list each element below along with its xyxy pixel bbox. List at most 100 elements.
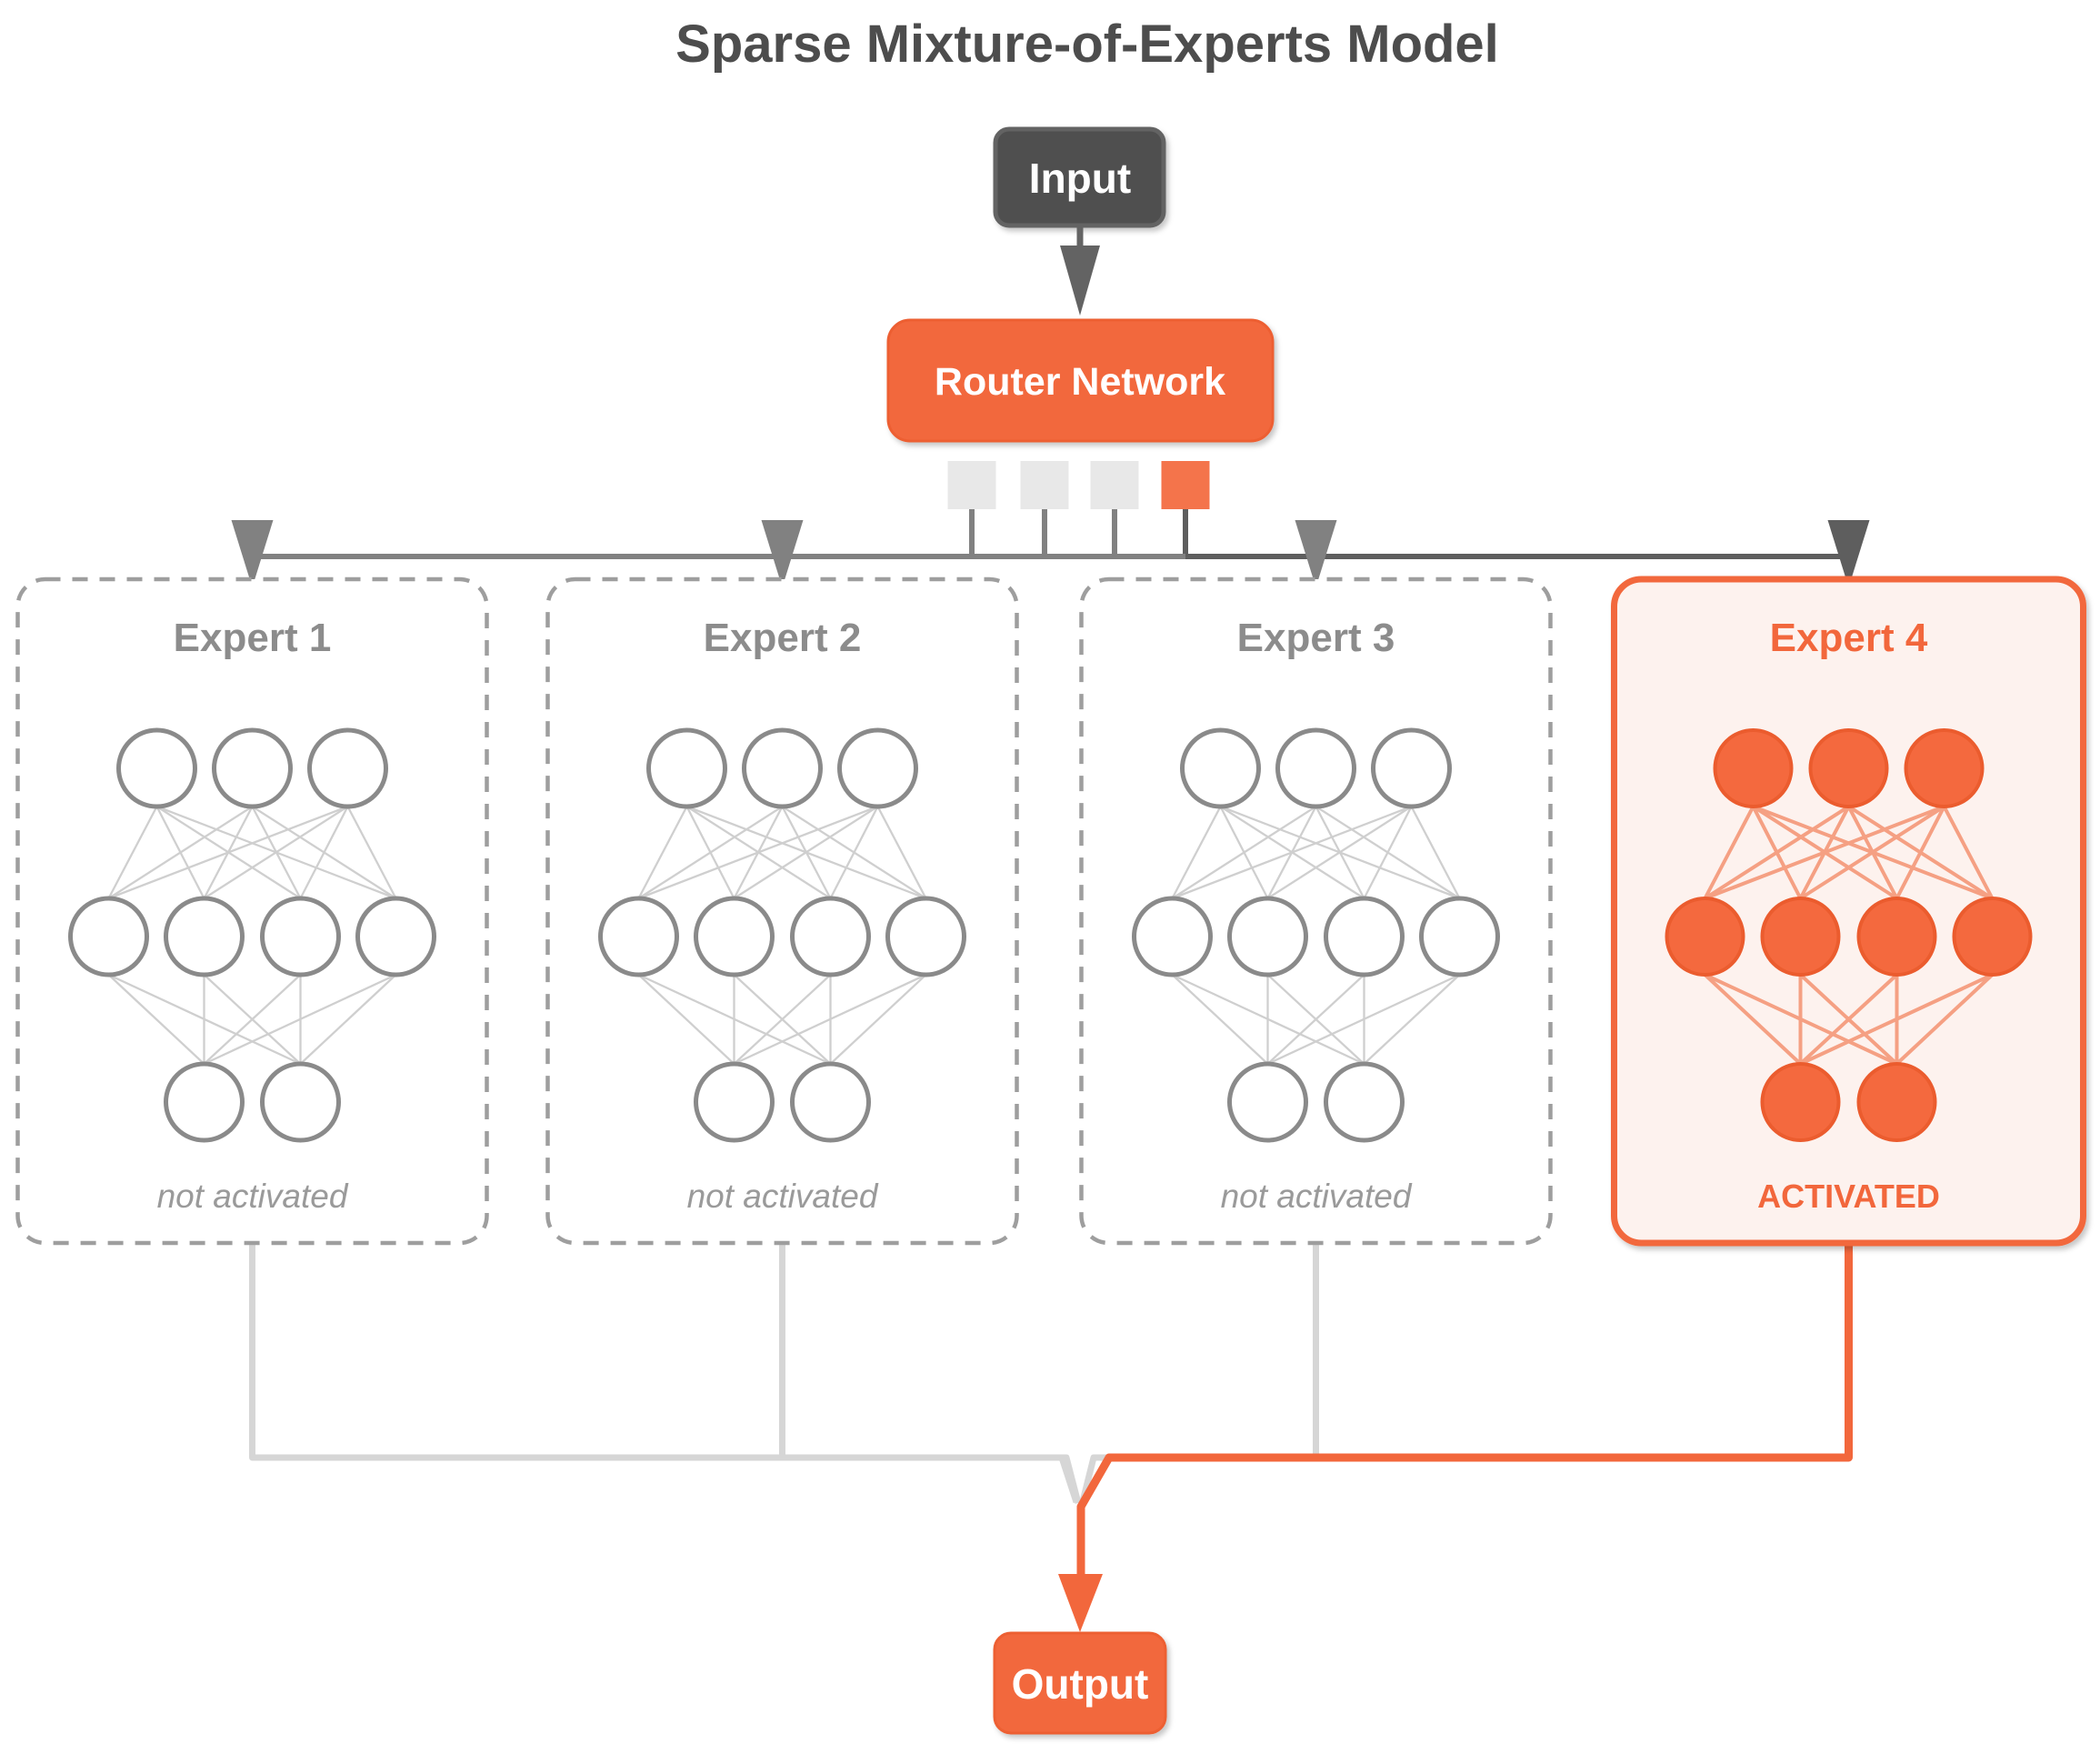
neuron-link: [1266, 974, 1365, 1065]
neuron-link: [829, 806, 879, 899]
neuron: [1856, 897, 1937, 977]
router-label: Router Network: [935, 360, 1225, 404]
neuron: [885, 896, 966, 977]
neuron-link: [107, 974, 205, 1065]
neuron-link: [1171, 806, 1222, 899]
neuron: [1856, 1062, 1937, 1142]
active-output-line: [1076, 1243, 1853, 1577]
neuron: [307, 727, 388, 809]
neuron-link: [829, 974, 927, 1065]
neuron: [598, 896, 679, 977]
neuron-link: [203, 806, 349, 899]
output-box: [993, 1631, 1167, 1735]
expert-title: Expert 4: [1770, 616, 1928, 660]
neuron-link: [637, 974, 735, 1065]
neuron: [164, 1061, 245, 1143]
neuron-link: [1799, 973, 1898, 1066]
neuron: [694, 1061, 775, 1143]
neuron-link: [1942, 806, 1995, 899]
neuron: [1371, 727, 1452, 809]
neuron: [164, 896, 245, 977]
neuron-link: [1703, 806, 1755, 899]
neuron: [646, 727, 727, 809]
neuron: [790, 896, 871, 977]
output-node: Output: [993, 1631, 1167, 1735]
expert-arrowhead-icon: [1827, 520, 1870, 587]
neuron-link: [1799, 973, 1994, 1066]
neuron: [260, 1061, 341, 1143]
neuron: [1904, 728, 1985, 808]
neuron-link: [1171, 974, 1269, 1065]
expert-status: ACTIVATED: [1757, 1178, 1940, 1215]
inactive-output-line: [249, 1245, 1080, 1504]
neuron-link: [1799, 805, 1945, 900]
neuron: [1324, 896, 1405, 977]
neuron: [1275, 727, 1356, 809]
input-to-router-arrow: [1060, 226, 1100, 316]
neuron-link: [107, 806, 158, 899]
neuron-link: [1171, 806, 1317, 899]
input-node: Input: [993, 126, 1166, 228]
neuron-link: [204, 973, 396, 1066]
neuron-link: [733, 974, 832, 1065]
inactive-output-line: [1079, 1245, 1319, 1502]
expert-box-3: Expert 3 not activated: [1079, 576, 1553, 1246]
neuron-link: [1172, 805, 1412, 900]
neuron: [742, 727, 823, 809]
expert-box-1: Expert 1 not activated: [15, 576, 489, 1246]
neuron-link: [734, 973, 926, 1066]
input-label: Input: [1029, 155, 1131, 202]
neuron-link: [1704, 805, 1850, 900]
neuron-link: [637, 806, 688, 899]
neuron-link: [637, 806, 784, 899]
neuron: [1227, 896, 1308, 977]
neuron-link: [1895, 973, 1994, 1066]
expert-title: Expert 3: [1237, 616, 1395, 660]
router-gate-active: [1161, 461, 1210, 509]
neuron-link: [1410, 806, 1461, 899]
router-gate: [1090, 461, 1139, 509]
neuron: [1227, 1061, 1308, 1143]
router-gate: [1020, 461, 1069, 509]
expert-status: not activated: [687, 1178, 879, 1215]
expert-arrowhead-icon: [231, 520, 274, 587]
neuron: [68, 896, 149, 977]
neuron: [1180, 727, 1261, 809]
neuron: [1132, 896, 1213, 977]
neuron-link: [1267, 973, 1460, 1066]
neuron: [355, 896, 436, 977]
neuron: [694, 896, 775, 977]
output-label: Output: [1012, 1660, 1149, 1708]
expert-title: Expert 1: [174, 616, 332, 660]
neuron-link: [1895, 806, 1946, 899]
expert-arrowhead-icon: [1295, 520, 1337, 587]
neuron: [1324, 1061, 1405, 1143]
router-gates: [947, 461, 1210, 559]
neuron: [116, 727, 197, 809]
neuron: [1713, 728, 1794, 808]
neuron: [212, 727, 293, 809]
neuron: [260, 896, 341, 977]
neuron: [1419, 896, 1500, 977]
router-gate: [947, 461, 996, 509]
neuron: [1665, 897, 1745, 977]
router-node: Router Network: [886, 318, 1275, 443]
neuron-link: [876, 806, 927, 899]
neuron-link: [108, 805, 348, 900]
neuron-link: [1704, 805, 1945, 900]
expert-arrowhead-icon: [761, 520, 804, 587]
expert-status: not activated: [157, 1178, 349, 1215]
neuron: [790, 1061, 871, 1143]
neuron: [1760, 1062, 1841, 1142]
neuron: [1952, 897, 2033, 977]
expert-status: not activated: [1221, 1178, 1413, 1215]
neuron: [837, 727, 918, 809]
merge-lines: [249, 1243, 1853, 1577]
output-arrowhead-icon: [1058, 1574, 1103, 1632]
neuron: [1808, 728, 1889, 808]
neuron-link: [299, 974, 397, 1065]
